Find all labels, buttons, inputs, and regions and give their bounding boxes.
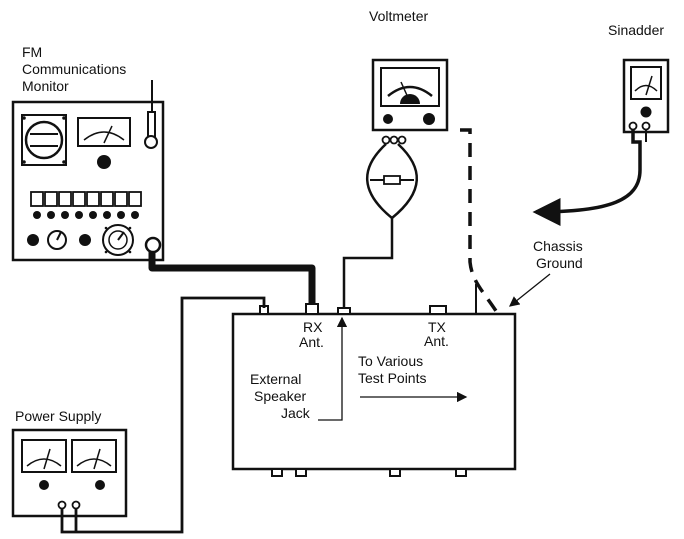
chassis-ground-label-line1: Chassis: [533, 238, 583, 254]
voltmeter-label: Voltmeter: [369, 8, 429, 24]
power-cable: [60, 296, 266, 534]
speaker-jack-label-line3: Jack: [281, 405, 310, 421]
rx-ant-label-line2: Ant.: [299, 334, 324, 350]
power-supply-instrument: [11, 428, 128, 518]
test-points-label-line2: Test Points: [358, 370, 427, 386]
voltmeter-instrument: [365, 58, 449, 219]
tx-ant-label-line1: TX: [428, 319, 446, 335]
fm-monitor-label-line2: Communications: [22, 61, 127, 77]
rf-cable: [148, 252, 316, 305]
speaker-jack-label-line2: Speaker: [254, 388, 307, 404]
sinadder-instrument: [622, 58, 670, 134]
test-points-label-line1: To Various: [358, 353, 424, 369]
radio-under-test: [231, 303, 517, 477]
rx-ant-label-line1: RX: [303, 319, 323, 335]
fm-communications-monitor: [11, 80, 165, 262]
chassis-ground-label-line2: Ground: [536, 255, 583, 271]
fm-monitor-label-line1: FM: [22, 44, 43, 60]
fm-monitor-label-line3: Monitor: [22, 78, 69, 94]
sinadder-label: Sinadder: [608, 22, 665, 38]
power-supply-label: Power Supply: [15, 408, 102, 424]
tx-ant-label-line2: Ant.: [424, 333, 449, 349]
speaker-jack-label-line1: External: [250, 371, 302, 387]
chassis-ground-lead: [460, 128, 500, 315]
